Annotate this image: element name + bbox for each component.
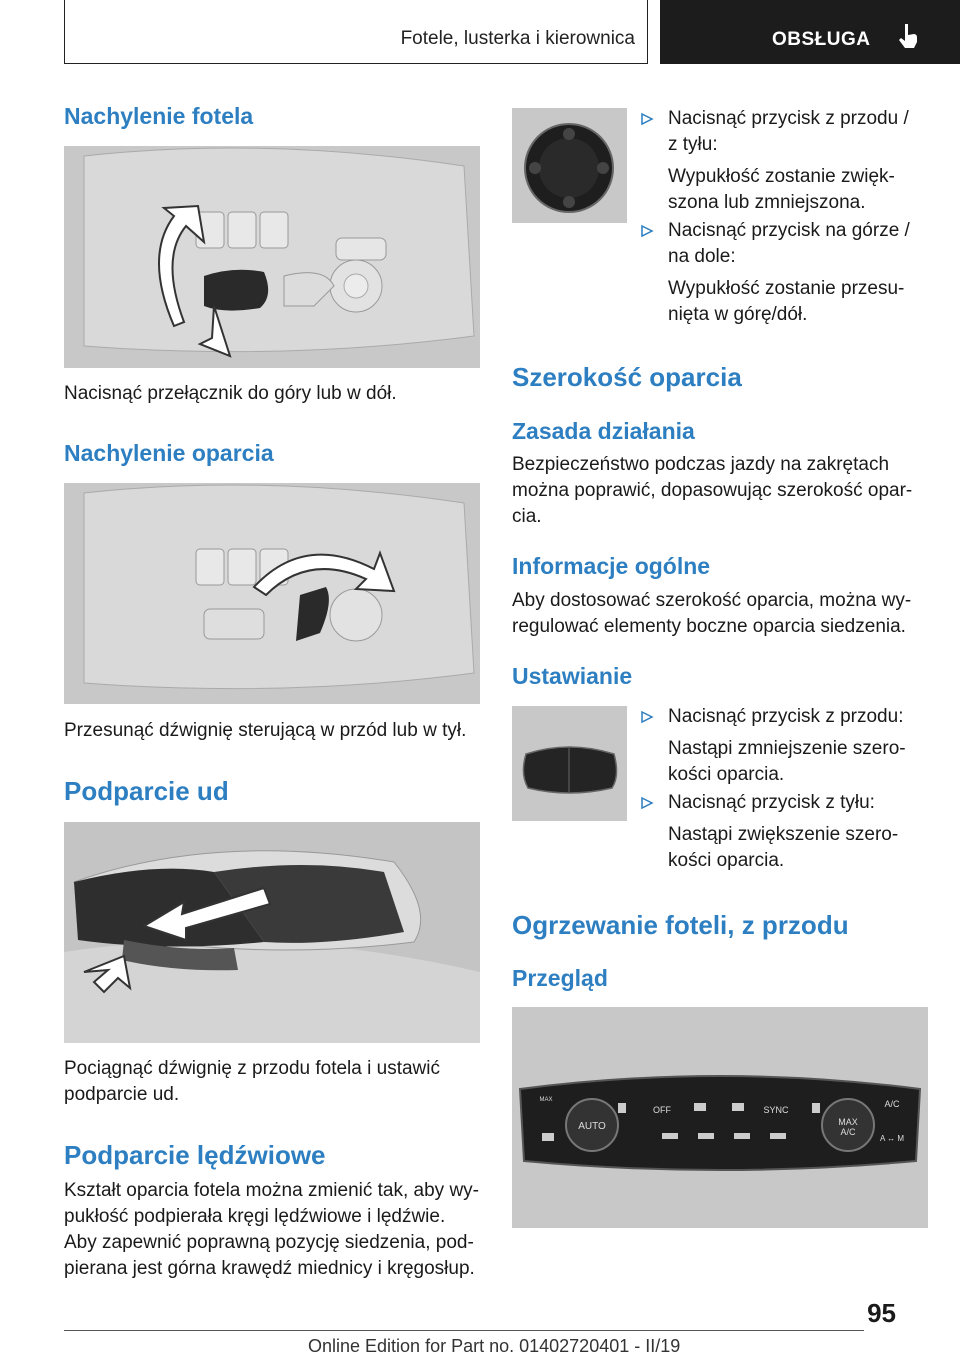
heading-backrest-tilt: Nachylenie oparcia — [64, 440, 274, 466]
triangle-bullet-icon — [641, 112, 654, 126]
chapter-tab: OBSŁUGA — [660, 0, 960, 64]
header-section-box: Fotele, lusterka i kierownica — [64, 0, 648, 64]
lumbar-button-image — [512, 108, 627, 223]
footer-divider — [64, 1330, 864, 1331]
heading-lumbar-support: Podparcie lędźwiowe — [64, 1140, 326, 1170]
max-left-label: MAX — [539, 1097, 552, 1103]
list-item: Nacisnąć przycisk z przodu: Nastąpi zmni… — [640, 704, 940, 788]
triangle-bullet-icon — [641, 224, 654, 238]
backrest-tilt-image — [64, 483, 480, 704]
list-item: Nacisnąć przycisk na górze / na dole: Wy… — [640, 218, 940, 328]
text-lumbar-2: pukłość podpierała kręgi lędźwiowe i lęd… — [64, 1206, 446, 1227]
ac-label: A/C — [884, 1099, 900, 1109]
text-thigh-support-2: podparcie ud. — [64, 1084, 180, 1105]
text-principle-2: można poprawić, dopasowując szerokość op… — [512, 480, 913, 501]
list-item: Nacisnąć przycisk z przodu / z tyłu: Wyp… — [640, 106, 940, 216]
heading-setting: Ustawianie — [512, 663, 633, 689]
heading-backrest-width: Szerokość oparcia — [512, 362, 742, 392]
chapter-label: OBSŁUGA — [772, 29, 871, 50]
width-button-image — [512, 706, 627, 821]
list-item: Nacisnąć przycisk z tyłu: Nastąpi zwięks… — [640, 790, 940, 874]
footer-edition: Online Edition for Part no. 01402720401 … — [308, 1336, 681, 1356]
text-lumbar-3: Aby zapewnić poprawną pozycję siedzenia,… — [64, 1232, 474, 1253]
triangle-bullet-icon — [641, 796, 654, 810]
am-label: A ↔ M — [880, 1134, 904, 1143]
text-thigh-support-1: Pociągnąć dźwignię z przodu fotela i ust… — [64, 1058, 440, 1079]
text-seat-tilt: Nacisnąć przełącznik do góry lub w dół. — [64, 383, 397, 404]
heading-general-info: Informacje ogólne — [512, 553, 711, 579]
text-principle-1: Bezpieczeństwo podczas jazdy na zakrętac… — [512, 454, 890, 475]
page-number: 95 — [867, 1298, 896, 1328]
auto-label: AUTO — [578, 1121, 606, 1132]
text-general-1: Aby dostosować szerokość oparcia, można … — [512, 590, 912, 611]
section-title: Fotele, lusterka i kierownica — [400, 28, 635, 49]
hand-pointer-icon — [899, 24, 917, 48]
max-ac-label: A/C — [840, 1127, 856, 1137]
text-principle-3: cia. — [512, 506, 542, 527]
off-label: OFF — [653, 1105, 671, 1115]
heading-seat-tilt: Nachylenie fotela — [64, 103, 254, 129]
heading-overview: Przegląd — [512, 965, 608, 991]
max-label: MAX — [838, 1117, 858, 1127]
thigh-support-image — [64, 822, 480, 1043]
heading-seat-heating: Ogrzewanie foteli, z przodu — [512, 910, 849, 940]
triangle-bullet-icon — [641, 710, 654, 724]
text-lumbar-4: pierana jest górna krawędź miednicy i kr… — [64, 1258, 475, 1279]
text-lumbar-1: Kształt oparcia fotela można zmienić tak… — [64, 1180, 480, 1201]
seat-tilt-image — [64, 146, 480, 368]
sync-label: SYNC — [763, 1105, 789, 1115]
heading-principle: Zasada działania — [512, 418, 695, 444]
climate-panel-image: AUTO MAX A/C OFF SYNC A/C A ↔ M MAX — [512, 1007, 928, 1228]
text-backrest-tilt: Przesunąć dźwignię sterującą w przód lub… — [64, 720, 467, 741]
heading-thigh-support: Podparcie ud — [64, 776, 229, 806]
text-general-2: regulować elementy boczne oparcia siedze… — [512, 616, 906, 637]
